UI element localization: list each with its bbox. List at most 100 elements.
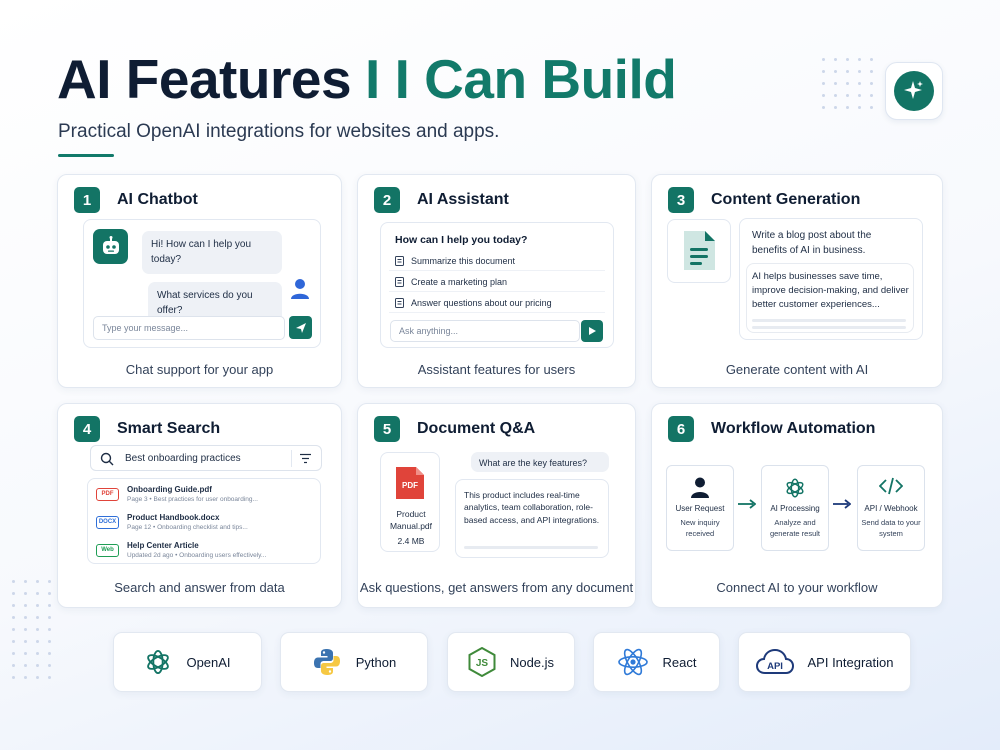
assistant-option[interactable]: Answer questions about our pricing [389, 294, 605, 313]
doc-answer-box: This product includes real-time analytic… [455, 479, 609, 558]
card-document-qa: 5 Document Q&A PDF Product Manual.pdf 2.… [357, 403, 636, 608]
assistant-option-label: Create a marketing plan [411, 277, 508, 287]
content-prompt: Write a blog post about the benefits of … [752, 230, 872, 256]
result-name: Product Handbook.docx [127, 513, 220, 522]
tech-badge-nodejs: JS Node.js [447, 632, 575, 692]
card-caption: Search and answer from data [114, 580, 285, 595]
placeholder-line [752, 326, 906, 329]
svg-text:API: API [767, 661, 783, 672]
assistant-input[interactable]: Ask anything... [390, 320, 580, 342]
send-button[interactable] [289, 316, 312, 339]
card-ai-chatbot: 1 AI Chatbot Hi! How can I help you toda… [57, 174, 342, 388]
bot-message: Hi! How can I help you today? [142, 231, 282, 274]
assistant-option[interactable]: Summarize this document [389, 252, 605, 271]
card-number-badge: 4 [74, 416, 100, 442]
filter-icon[interactable] [299, 453, 312, 464]
card-number-badge: 6 [668, 416, 694, 442]
tech-badge-react: React [593, 632, 720, 692]
card-title: AI Assistant [417, 191, 509, 208]
page-subtitle: Practical OpenAI integrations for websit… [58, 121, 500, 142]
file-size: 2.4 MB [397, 536, 425, 546]
file-type-tag: Web [96, 543, 119, 557]
divider [291, 450, 292, 467]
card-ai-assistant: 2 AI Assistant How can I help you today?… [357, 174, 636, 388]
send-button[interactable] [581, 320, 603, 342]
placeholder-line [752, 319, 906, 322]
card-title: Smart Search [117, 420, 221, 437]
code-icon [858, 477, 924, 499]
card-title: Workflow Automation [711, 420, 876, 437]
python-icon [313, 649, 340, 675]
react-icon [617, 648, 648, 676]
workflow-step-title: User Request [675, 504, 725, 513]
result-name: Onboarding Guide.pdf [127, 485, 212, 494]
card-content-generation: 3 Content Generation Write a blog post a… [651, 174, 943, 388]
result-name: Help Center Article [127, 541, 199, 550]
title-underline [58, 154, 114, 157]
card-caption: Ask questions, get answers from any docu… [359, 580, 634, 595]
decorative-dots [12, 580, 51, 679]
card-title: AI Chatbot [117, 191, 198, 208]
workflow-step-user-request: User Request New inquiry received [666, 465, 734, 551]
doc-question: What are the key features? [471, 452, 609, 472]
workflow-step-desc: Analyze and generate result [769, 518, 821, 538]
tech-label: Python [355, 654, 397, 670]
card-title: Content Generation [711, 191, 861, 208]
placeholder-line [464, 546, 598, 549]
assistant-option-label: Summarize this document [411, 256, 516, 266]
card-number-badge: 2 [374, 187, 400, 213]
arrow-right-icon [833, 499, 851, 509]
document-tile [667, 219, 731, 283]
workflow-step-ai-processing: AI Processing Analyze and generate resul… [761, 465, 829, 551]
card-caption: Assistant features for users [417, 362, 576, 377]
result-meta: Updated 2d ago • Onboarding users effect… [127, 552, 267, 559]
search-icon [100, 452, 114, 466]
workflow-step-api-webhook: API / Webhook Send data to your system [857, 465, 925, 551]
card-number-badge: 5 [374, 416, 400, 442]
chat-window: Hi! How can I help you today? What servi… [83, 219, 321, 348]
assistant-option-label: Answer questions about our pricing [411, 298, 552, 308]
card-title: Document Q&A [417, 420, 536, 437]
arrow-right-icon [738, 499, 756, 509]
tech-label: OpenAI [186, 654, 231, 670]
title-part1: AI Features [57, 48, 352, 110]
tech-label: React [662, 654, 697, 670]
send-icon [295, 322, 306, 333]
logo-badge [885, 62, 943, 120]
file-name: Product Manual.pdf [389, 509, 433, 532]
file-type-tag: PDF [96, 487, 119, 501]
tech-badge-python: Python [280, 632, 428, 692]
assistant-option[interactable]: Create a marketing plan [389, 273, 605, 292]
result-meta: Page 12 • Onboarding checklist and tips.… [127, 524, 248, 531]
openai-icon [762, 477, 828, 499]
tech-badge-openai: OpenAI [113, 632, 262, 692]
document-icon [684, 231, 715, 270]
api-cloud-icon: API [755, 648, 794, 674]
file-tile[interactable]: PDF Product Manual.pdf 2.4 MB [380, 452, 440, 552]
document-icon [395, 277, 404, 287]
content-output: AI helps businesses save time, improve d… [752, 271, 909, 310]
sparkle-icon [894, 71, 934, 111]
card-workflow-automation: 6 Workflow Automation User Request New i… [651, 403, 943, 608]
search-bar[interactable]: Best onboarding practices [90, 445, 322, 471]
card-caption: Chat support for your app [125, 362, 274, 377]
chat-input[interactable]: Type your message... [93, 316, 285, 340]
decorative-dots [822, 58, 873, 109]
card-caption: Generate content with AI [725, 362, 869, 377]
nodejs-icon: JS [468, 647, 496, 677]
card-caption: Connect AI to your workflow [716, 580, 878, 595]
assistant-prompt: How can I help you today? [395, 234, 528, 246]
workflow-step-desc: Send data to your system [861, 518, 921, 538]
document-icon [395, 256, 404, 266]
play-send-icon [589, 327, 596, 335]
card-number-badge: 1 [74, 187, 100, 213]
tech-badge-api-integration: API API Integration [738, 632, 911, 692]
card-smart-search: 4 Smart Search Best onboarding practices… [57, 403, 342, 608]
user-icon [667, 477, 733, 499]
document-icon [395, 298, 404, 308]
svg-text:JS: JS [476, 658, 489, 669]
